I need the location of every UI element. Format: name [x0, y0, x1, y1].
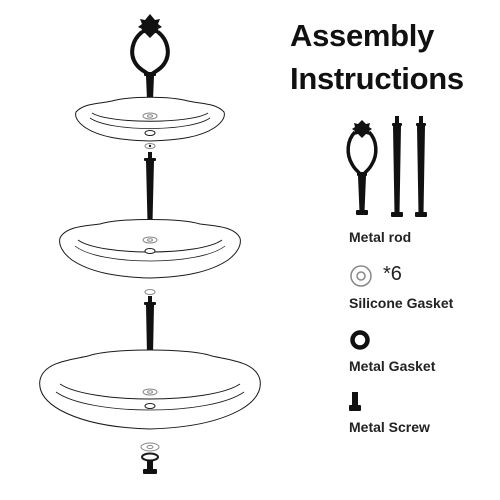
metal-screw-icon — [349, 392, 361, 411]
silicone-gasket-quantity: *6 — [383, 263, 402, 285]
middle-rod — [143, 152, 157, 224]
metal-gasket-icon — [350, 330, 370, 350]
metal-gasket-label: Metal Gasket — [349, 358, 436, 374]
title-line-1: Assembly — [290, 18, 435, 53]
silicone-gasket-label: Silicone Gasket — [349, 295, 454, 311]
bottom-plate-washer — [144, 403, 156, 409]
top-plate-gasket — [142, 112, 158, 120]
top-plate-screw-washer — [144, 130, 156, 149]
title-line-2: Instructions — [290, 61, 464, 96]
metal-rod-icon — [346, 116, 427, 217]
middle-plate-washer — [144, 248, 156, 295]
base-screw-assembly — [140, 442, 160, 474]
silicone-gasket-icon — [350, 265, 372, 287]
top-handle-rod — [130, 14, 170, 102]
metal-rod-label: Metal rod — [349, 229, 412, 245]
bottom-plate-gasket — [142, 388, 158, 396]
middle-plate-gasket — [142, 236, 158, 244]
cake-stand-illustration — [39, 14, 261, 474]
metal-screw-label: Metal Screw — [349, 419, 430, 435]
